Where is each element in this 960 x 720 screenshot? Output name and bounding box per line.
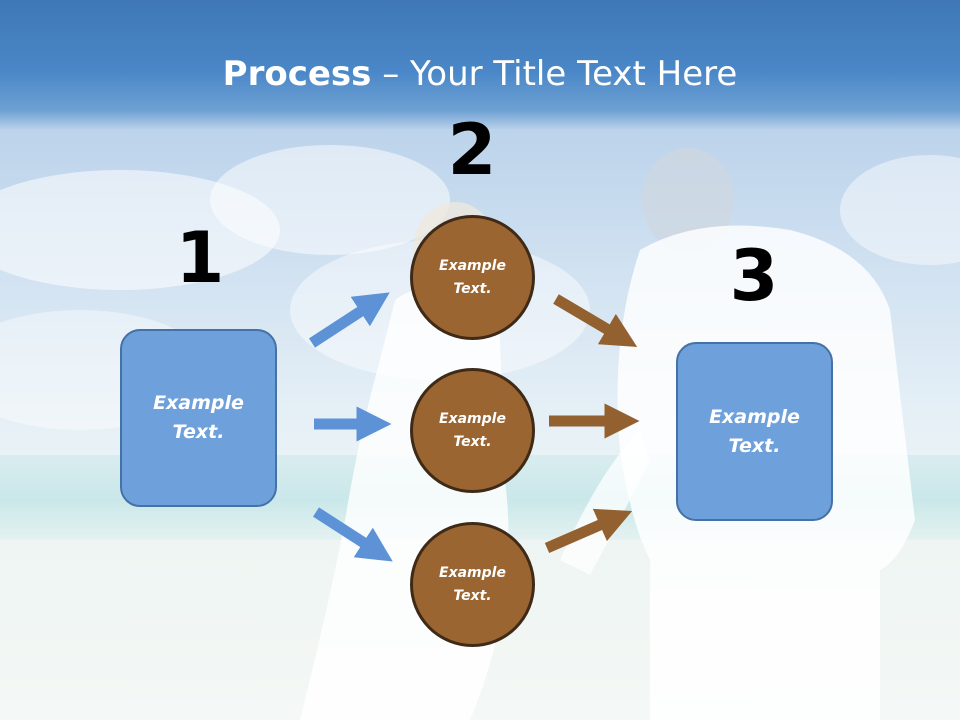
arrow-brown-up bbox=[544, 508, 633, 554]
circle-top: Example Text. bbox=[410, 215, 535, 340]
circle-top-text: Example Text. bbox=[439, 257, 506, 297]
circle-middle: Example Text. bbox=[410, 368, 535, 493]
left-box-text: Example Text. bbox=[153, 392, 244, 443]
right-text-box: Example Text. bbox=[676, 342, 833, 521]
slide-title: Process – Your Title Text Here bbox=[0, 52, 960, 96]
left-text-box: Example Text. bbox=[120, 329, 277, 507]
title-rest: Your Title Text Here bbox=[410, 54, 738, 94]
circle-bottom: Example Text. bbox=[410, 522, 535, 647]
arrow-blue-up bbox=[308, 292, 390, 348]
right-box-text: Example Text. bbox=[709, 405, 800, 457]
title-separator: – bbox=[371, 54, 411, 94]
step-number-2: 2 bbox=[447, 109, 497, 191]
step-number-1: 1 bbox=[175, 217, 225, 299]
arrow-brown-down bbox=[553, 294, 638, 347]
circle-bottom-text: Example Text. bbox=[439, 564, 506, 604]
header-bar bbox=[0, 0, 960, 130]
step-number-3: 3 bbox=[729, 235, 779, 317]
title-bold: Process bbox=[222, 54, 372, 94]
arrow-blue-down bbox=[313, 507, 393, 562]
circle-middle-text: Example Text. bbox=[439, 410, 506, 450]
